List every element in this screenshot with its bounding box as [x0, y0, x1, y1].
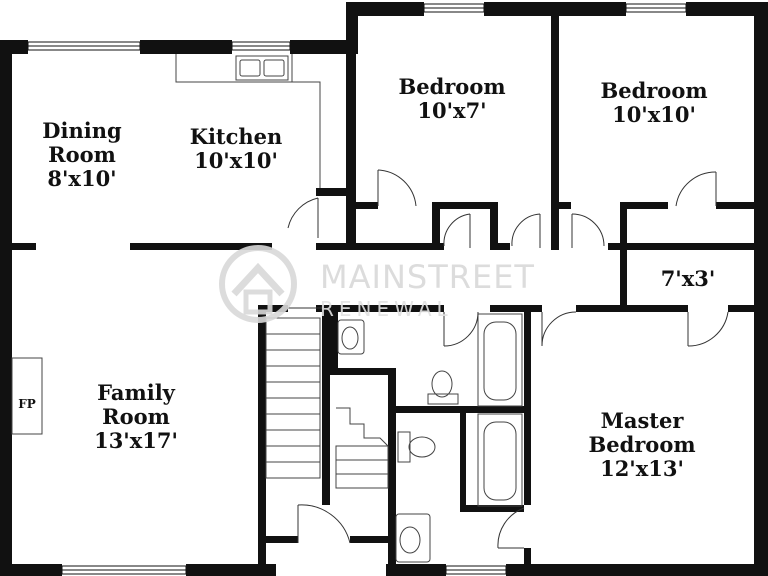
kitchen-size: 10'x10'	[194, 148, 278, 173]
family-room-label-line1: Family	[97, 380, 176, 405]
stairs	[265, 317, 389, 489]
fireplace-label: FP	[18, 397, 36, 411]
bath-fixtures	[337, 313, 523, 563]
watermark-brand-sub: RENEWAL	[320, 297, 453, 321]
doors	[287, 169, 729, 549]
windows	[27, 3, 687, 575]
fireplace	[11, 357, 43, 435]
bedroom-right-size: 10'x10'	[612, 102, 696, 127]
family-room-label-line2: Room	[102, 404, 170, 429]
bedroom-left-size: 10'x7'	[417, 98, 486, 123]
dining-room-label-line1: Dining	[42, 118, 122, 143]
kitchen-counters	[175, 54, 321, 188]
family-room-size: 13'x17'	[94, 428, 178, 453]
master-bedroom-label-line1: Master	[601, 408, 685, 433]
interior-walls	[12, 12, 754, 576]
bedroom-left-label: Bedroom	[398, 74, 505, 99]
dining-room-size: 8'x10'	[47, 166, 116, 191]
room-labels: Dining Room 8'x10' Kitchen 10'x10' Bedro…	[18, 74, 715, 481]
dining-room-label-line2: Room	[48, 142, 116, 167]
bedroom-right-label: Bedroom	[600, 78, 707, 103]
master-bedroom-label-line2: Bedroom	[588, 432, 695, 457]
closet-size: 7'x3'	[661, 266, 716, 291]
watermark: MAINSTREET RENEWAL	[219, 245, 535, 323]
watermark-brand-main: MAINSTREET	[320, 258, 535, 296]
master-bedroom-size: 12'x13'	[600, 456, 684, 481]
house-logo-icon	[219, 245, 297, 323]
kitchen-label: Kitchen	[190, 124, 283, 149]
